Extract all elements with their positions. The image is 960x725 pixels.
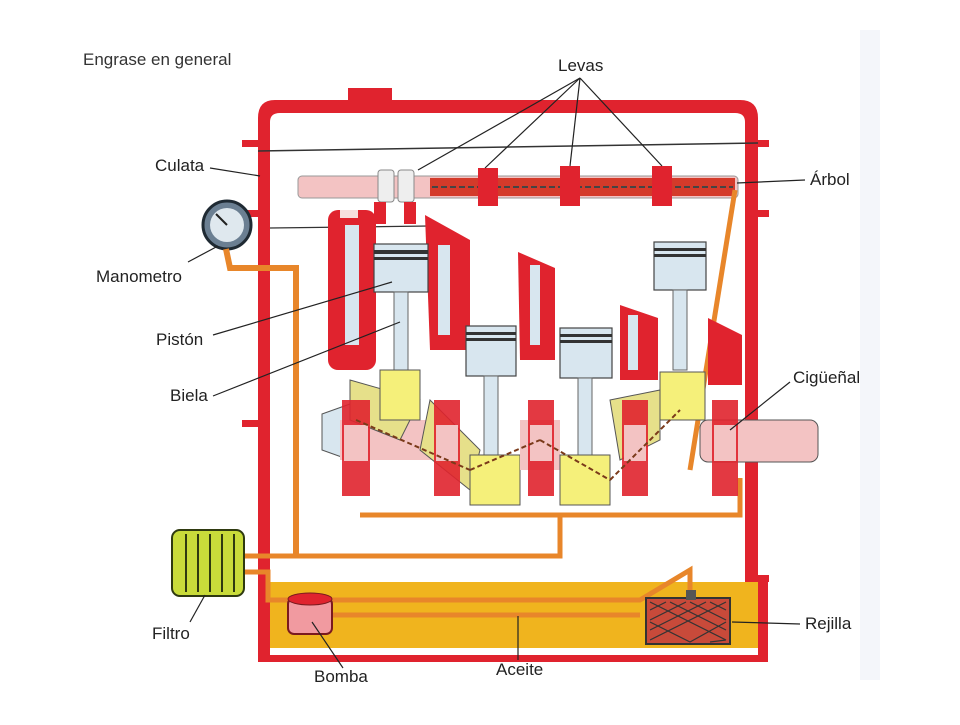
page-edge <box>860 30 880 680</box>
diagram-title: Engrase en general <box>83 50 232 69</box>
label-rejilla: Rejilla <box>805 614 852 633</box>
oil-filler-cap <box>348 88 392 106</box>
cylinders <box>328 210 742 459</box>
label-biela: Biela <box>170 386 208 405</box>
label-bomba: Bomba <box>314 667 368 686</box>
label-levas: Levas <box>558 56 604 75</box>
label-ciguenal: Cigüeñal <box>793 368 861 387</box>
label-piston: Pistón <box>156 330 204 349</box>
label-arbol: Árbol <box>810 170 850 189</box>
label-manometro: Manometro <box>96 267 182 286</box>
crankshaft <box>321 369 819 506</box>
oil-strainer <box>645 590 731 645</box>
oil-pipes <box>245 189 743 618</box>
oil-pump <box>287 592 333 635</box>
oil-filter <box>171 529 245 597</box>
label-culata: Culata <box>155 156 205 175</box>
leader-lines <box>187 77 806 669</box>
label-filtro: Filtro <box>152 624 190 643</box>
pressure-gauge <box>201 199 299 556</box>
label-aceite: Aceite <box>496 660 544 679</box>
camshaft <box>297 166 739 224</box>
